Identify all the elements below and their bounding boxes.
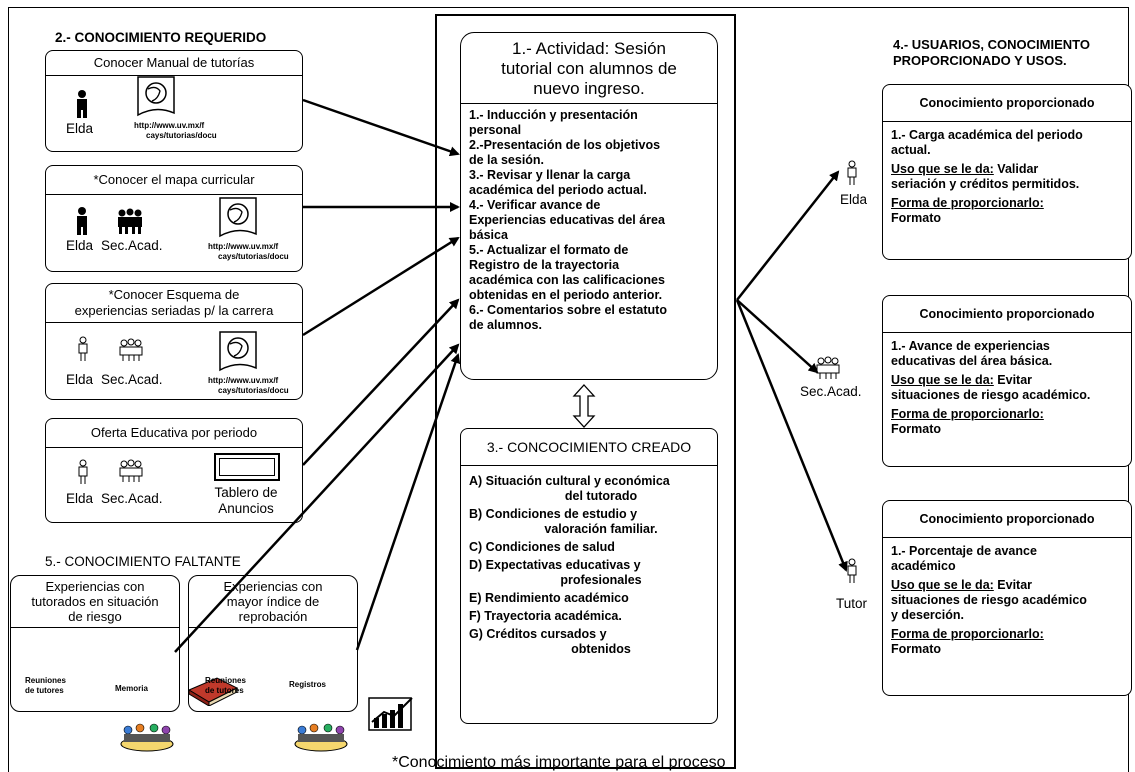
section4-title: 4.- USUARIOS, CONOCIMIENTO PROPORCIONADO… [893, 37, 1090, 68]
actor-label: Elda [66, 121, 94, 136]
group-icon [116, 208, 144, 239]
activity-item-line: básica [469, 228, 508, 242]
activity-item-line: de la sesión. [469, 153, 545, 167]
form-label: Forma de proporcionarlo: [891, 407, 1044, 421]
group-outline-icon [815, 356, 841, 385]
activity-item-line: Experiencias educativas del área [469, 213, 665, 227]
activity-item-line: 2.-Presentación de los objetivos [469, 138, 661, 152]
box-title: Conocer Manual de tutorías [46, 51, 302, 76]
source-label: Registros [289, 680, 326, 689]
box-title: Experiencias con mayor índice de reproba… [189, 576, 357, 628]
box-title: *Conocer el mapa curricular [46, 166, 302, 195]
meeting-icon [118, 722, 176, 759]
chart-icon [368, 694, 418, 737]
missing-knowledge-box-failure: Experiencias con mayor índice de reproba… [187, 575, 358, 712]
board-label: Tablero de Anuncios [214, 485, 278, 516]
activity-item-line: personal [469, 123, 522, 137]
user-label-sec-acad: Sec.Acad. [800, 384, 862, 399]
provided-knowledge-header: Conocimiento proporcionado [883, 501, 1131, 538]
created-knowledge-box: 3.- CONCOCIMIENTO CREADO A) Situación cu… [460, 428, 718, 724]
footer-note: *Conocimiento más importante para el pro… [392, 754, 726, 771]
activity-item-line: académica con las calificaciones [469, 273, 665, 287]
url-line-2[interactable]: cays/tutorias/docu [218, 252, 289, 261]
actor-label: Sec.Acad. [101, 238, 163, 253]
actor-label: Elda [66, 372, 94, 387]
meeting-icon [292, 722, 350, 759]
person-outline-icon [76, 459, 90, 490]
actor-label: Sec.Acad. [101, 491, 163, 506]
group-outline-icon [118, 459, 144, 488]
activity-item-line: obtenidas en el periodo anterior. [469, 288, 663, 302]
section5-title: 5.- CONOCIMIENTO FALTANTE [45, 554, 241, 569]
source-label: Reuniones de tutores [25, 676, 66, 695]
usage-line: Uso que se le da: Validar [891, 162, 1039, 176]
group-outline-icon [118, 338, 144, 367]
provided-knowledge-header: Conocimiento proporcionado [883, 296, 1131, 333]
bidirectional-arrow-icon [572, 384, 596, 433]
created-knowledge-title: 3.- CONCOCIMIENTO CREADO [461, 429, 717, 466]
red-book-icon [187, 676, 239, 707]
required-knowledge-box-seriated-scheme: *Conocer Esquema de experiencias seriada… [45, 283, 303, 400]
activity-item-line: académica del periodo actual. [469, 183, 647, 197]
user-label-elda: Elda [840, 192, 868, 207]
activity-item-line: 6.- Comentarios sobre el estatuto [469, 303, 667, 317]
created-knowledge-item: C) Condiciones de salud [469, 540, 615, 554]
usage-line: Uso que se le da: Evitar [891, 578, 1033, 592]
activity-item-line: Registro de la trayectoria [469, 258, 620, 272]
url-line-2[interactable]: cays/tutorias/docu [146, 131, 217, 140]
activity-item-line: 4.- Verificar avance de [469, 198, 601, 212]
person-outline-icon [845, 160, 859, 191]
form-label: Forma de proporcionarlo: [891, 627, 1044, 641]
document-globe-icon [136, 75, 176, 119]
source-label: Memoria [115, 684, 148, 693]
activity-box: 1.- Actividad: Sesión tutorial con alumn… [460, 32, 718, 380]
provided-knowledge-header: Conocimiento proporcionado [883, 85, 1131, 122]
url-line-1[interactable]: http://www.uv.mx/f [208, 242, 279, 251]
actor-label: Elda [66, 238, 94, 253]
document-globe-icon [218, 330, 258, 379]
url-line-2[interactable]: cays/tutorias/docu [218, 386, 289, 395]
missing-knowledge-box-risk: Experiencias con tutorados en situación … [10, 575, 180, 712]
document-globe-icon [218, 196, 258, 245]
created-knowledge-item: F) Trayectoria académica. [469, 609, 622, 623]
activity-item-line: de alumnos. [469, 318, 542, 332]
section2-title: 2.- CONOCIMIENTO REQUERIDO [55, 30, 267, 45]
required-knowledge-box-curricular-map: *Conocer el mapa curricular Elda Sec.Aca… [45, 165, 303, 272]
activity-item-line: 5.- Actualizar el formato de [469, 243, 629, 257]
form-label: Forma de proporcionarlo: [891, 196, 1044, 210]
actor-label: Sec.Acad. [101, 372, 163, 387]
activity-item-line: 3.- Revisar y llenar la carga [469, 168, 631, 182]
required-knowledge-box-manual: Conocer Manual de tutorías Elda http://w… [45, 50, 303, 152]
user-label-tutor: Tutor [836, 596, 868, 611]
url-line-1[interactable]: http://www.uv.mx/f [208, 376, 279, 385]
person-icon [74, 89, 90, 119]
source-label: Reuniones de tutores [205, 676, 246, 695]
box-title: Oferta Educativa por periodo [46, 419, 302, 448]
person-icon [74, 206, 90, 241]
actor-label: Elda [66, 491, 94, 506]
bulletin-board-icon [214, 453, 280, 481]
person-outline-icon [845, 558, 859, 589]
activity-title: 1.- Actividad: Sesión tutorial con alumn… [461, 33, 717, 104]
created-knowledge-item: E) Rendimiento académico [469, 591, 629, 605]
person-outline-icon [76, 336, 90, 367]
url-line-1[interactable]: http://www.uv.mx/f [134, 121, 205, 130]
required-knowledge-box-educational-offer: Oferta Educativa por periodo Elda Sec.Ac… [45, 418, 303, 523]
activity-item-line: 1.- Inducción y presentación [469, 108, 638, 122]
usage-line: Uso que se le da: Evitar [891, 373, 1033, 387]
box-title: Experiencias con tutorados en situación … [11, 576, 179, 628]
box-title: *Conocer Esquema de experiencias seriada… [46, 284, 302, 323]
